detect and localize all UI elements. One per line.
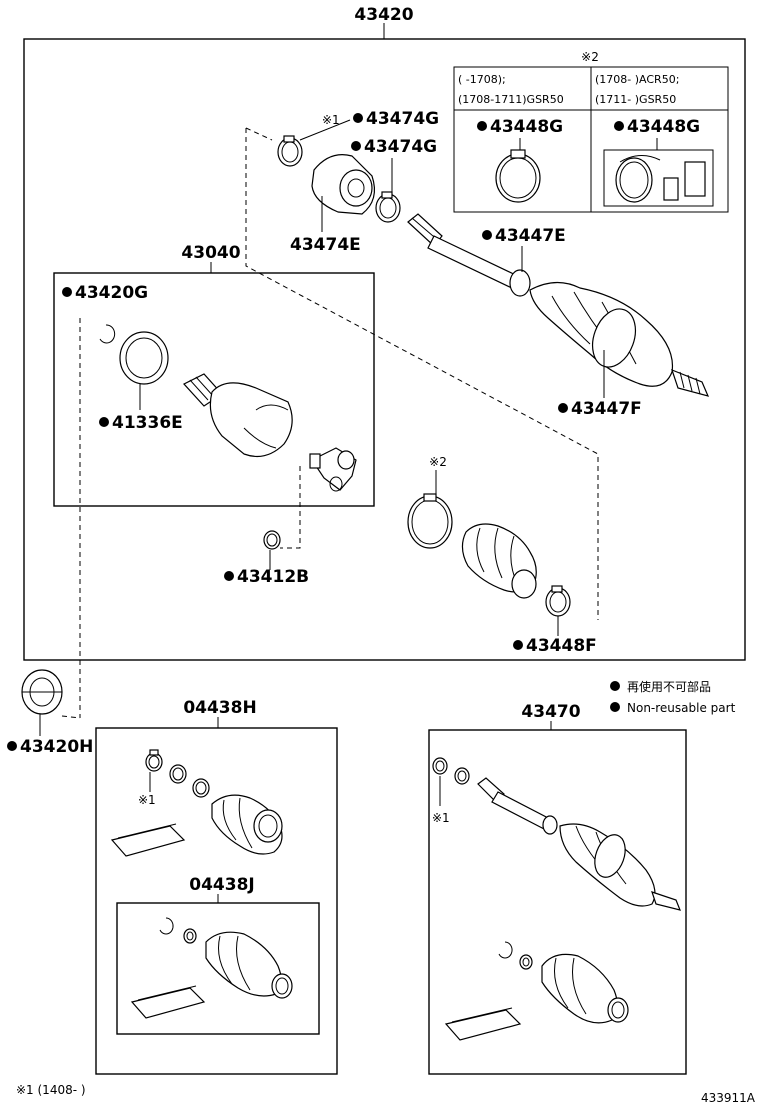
snap-ring-43412B-icon (263, 530, 281, 550)
part-label-43420G[interactable]: 43420G (75, 283, 148, 303)
grease-pack-j-icon (130, 985, 206, 1019)
clamp-small-kit-icon (145, 749, 210, 798)
seal-41336E-icon (119, 331, 169, 385)
part-label-41336E[interactable]: 41336E (112, 413, 183, 433)
outboard-boot-kit-icon (211, 794, 283, 855)
part-label-43447F[interactable]: 43447F (571, 399, 642, 419)
snap-ring-43420G-icon (99, 324, 116, 344)
damper-43474E-icon (311, 154, 375, 215)
legend-dot-jp (610, 681, 620, 691)
note-mark-1-assy: ※1 (432, 811, 450, 825)
seal-43420H-icon (21, 669, 63, 715)
boot-band-43448G-left-icon (495, 149, 541, 203)
kit-box-04438J (116, 902, 320, 1035)
inboard-joint-housing-icon (183, 373, 293, 457)
part-label-43040[interactable]: 43040 (181, 243, 240, 263)
inboard-boot-kit-j-icon (205, 931, 293, 999)
figure-code: 433911A (701, 1091, 756, 1105)
non-reusable-dot (351, 141, 361, 151)
inboard-parts-43470-icon (498, 941, 629, 1024)
non-reusable-dot (558, 403, 568, 413)
part-label-43420[interactable]: 43420 (354, 5, 413, 25)
table-header-right-line1: (1708- )ACR50; (595, 73, 679, 86)
table-header-left-line1: ( -1708); (458, 73, 506, 86)
note-mark-2-band: ※2 (429, 455, 447, 469)
non-reusable-dot (99, 417, 109, 427)
assembly-box-43040 (53, 272, 375, 507)
outboard-shaft-icon (407, 213, 531, 297)
clamps-43470-icon (432, 757, 470, 785)
boot-band-table: ( -1708); (1708-1711)GSR50 (1708- )ACR50… (453, 66, 729, 213)
tripod-joint-icon (309, 447, 357, 492)
part-label-43447E[interactable]: 43447E (495, 226, 566, 246)
part-label-43474G-top[interactable]: 43474G (366, 109, 439, 129)
note-mark-2-table: ※2 (581, 50, 599, 64)
legend-dot-en (610, 702, 620, 712)
part-label-04438H[interactable]: 04438H (183, 698, 256, 718)
snap-ring-kit-j-icon (159, 917, 197, 944)
assembly-box-43470 (428, 729, 687, 1075)
non-reusable-dot (482, 230, 492, 240)
outboard-boot-43447F-icon (529, 281, 710, 397)
footnote-mark-1: ※1 (1408- ) (16, 1083, 86, 1097)
table-header-right-line2: (1711- )GSR50 (595, 93, 676, 106)
part-label-43412B[interactable]: 43412B (237, 567, 309, 587)
non-reusable-dot (62, 287, 72, 297)
grease-pack-43470-icon (444, 1007, 522, 1041)
kit-box-04438H (95, 727, 338, 1075)
part-label-43448F[interactable]: 43448F (526, 636, 597, 656)
note-mark-1: ※1 (322, 113, 340, 127)
non-reusable-dot (7, 741, 17, 751)
part-label-43420H[interactable]: 43420H (20, 737, 93, 757)
non-reusable-dot (224, 571, 234, 581)
non-reusable-dot (353, 113, 363, 123)
boot-band-kit-43448G-right-icon (603, 149, 714, 207)
clamp-43474G-small-icon (277, 135, 303, 167)
clamp-43474G-icon (375, 191, 401, 223)
legend-text-en: Non-reusable part (627, 701, 736, 715)
part-label-43474G-second[interactable]: 43474G (364, 137, 437, 157)
part-label-43448G-left[interactable]: 43448G (490, 117, 563, 137)
non-reusable-dot (614, 121, 624, 131)
part-label-43448G-right[interactable]: 43448G (627, 117, 700, 137)
part-label-43474E[interactable]: 43474E (290, 235, 361, 255)
part-label-43470[interactable]: 43470 (521, 702, 580, 722)
legend-text-jp: 再使用不可部品 (627, 679, 711, 694)
inboard-boot-icon (461, 523, 537, 599)
part-label-04438J[interactable]: 04438J (189, 875, 254, 895)
table-header-left-line2: (1708-1711)GSR50 (458, 93, 564, 106)
clamp-43448F-icon (545, 585, 571, 617)
non-reusable-dot (513, 640, 523, 650)
boot-band-inboard-icon (407, 493, 453, 549)
non-reusable-dot (477, 121, 487, 131)
note-mark-1-kit-h: ※1 (138, 793, 156, 807)
shaft-assembly-43470-icon (477, 777, 681, 911)
grease-pack-icon (110, 823, 186, 857)
